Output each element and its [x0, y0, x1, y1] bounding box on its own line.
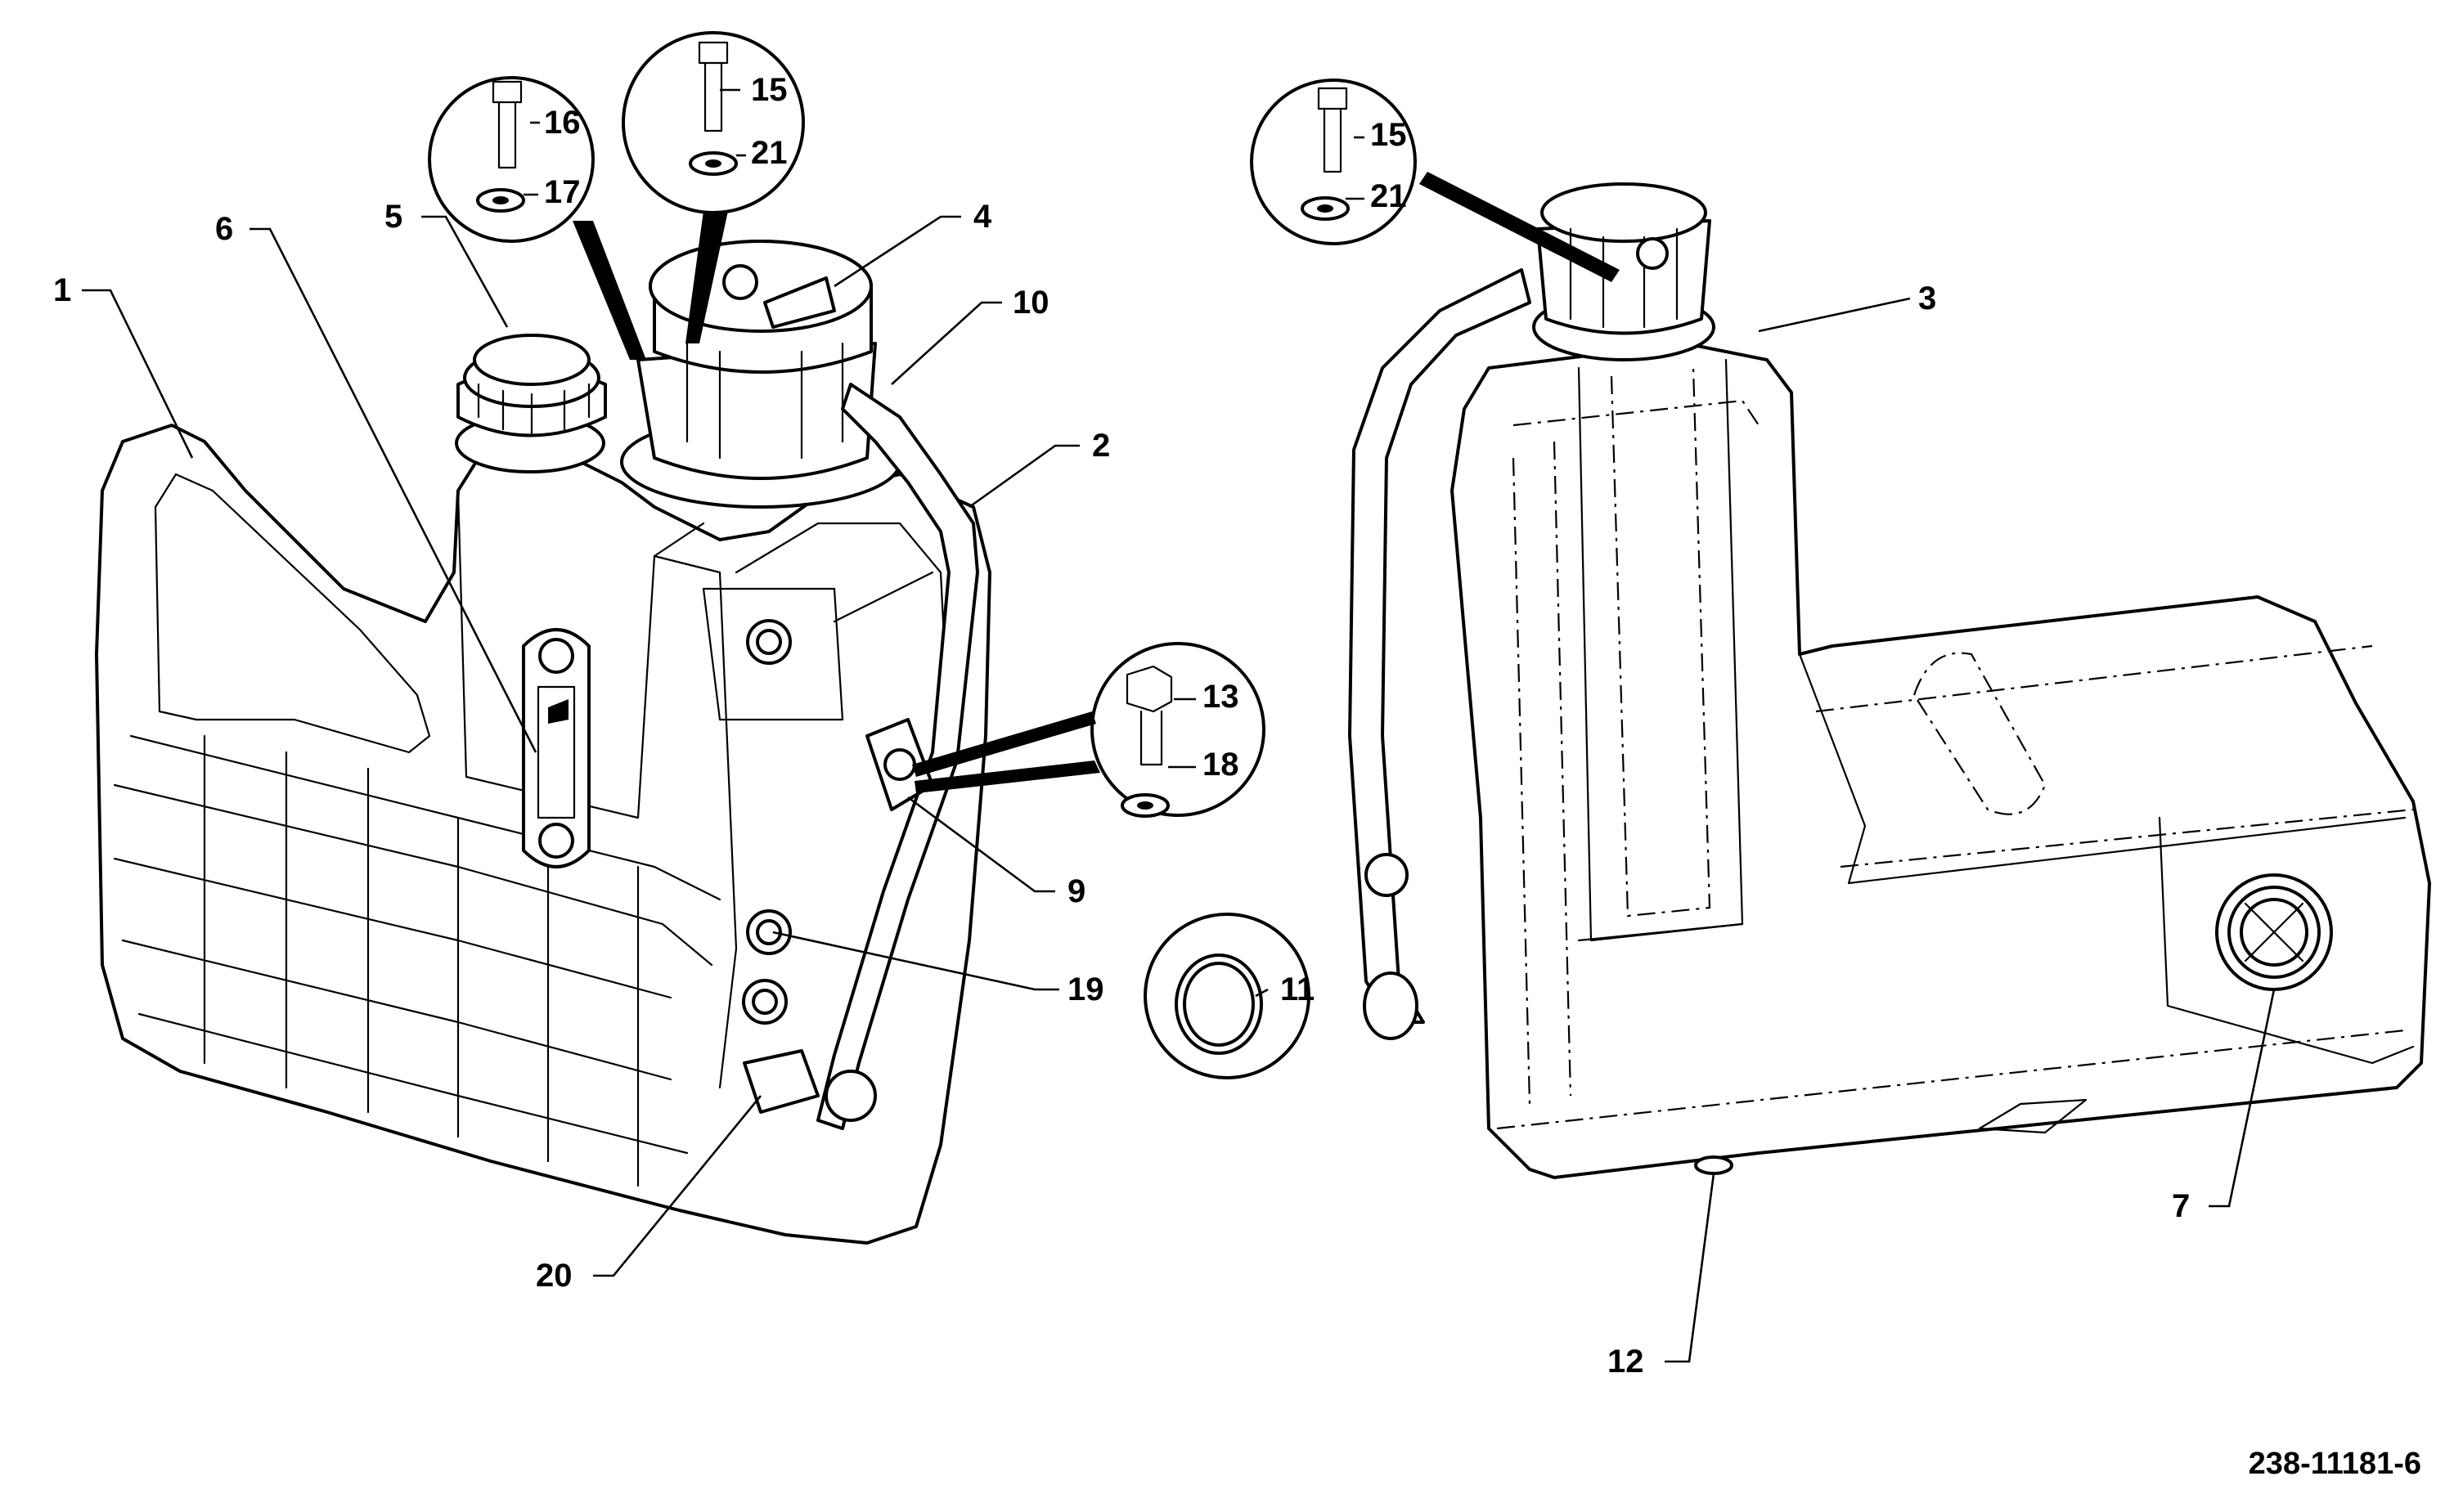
- callout-10: 10: [1013, 285, 1049, 321]
- callout-1: 1: [53, 272, 71, 308]
- callout-18: 18: [1202, 747, 1239, 783]
- callout-13: 13: [1202, 679, 1239, 715]
- left-tank-assembly: [95, 240, 991, 1245]
- fuel-sender-unit: [620, 240, 901, 509]
- callout-4: 4: [973, 199, 992, 235]
- callout-16: 16: [544, 105, 581, 141]
- detail-circle-13-18: [912, 642, 1265, 818]
- detail-circle-11: [1144, 913, 1310, 1079]
- callout-21-left: 21: [751, 135, 788, 171]
- right-sender-unit: [1532, 182, 1715, 361]
- right-tank-assembly: [1348, 182, 2431, 1179]
- callout-11: 11: [1280, 971, 1315, 1007]
- callout-7: 7: [2172, 1188, 2190, 1224]
- leader-lines: [82, 88, 2276, 1363]
- callout-15-right: 15: [1370, 117, 1407, 153]
- detail-circle-15-21-left: [622, 31, 805, 343]
- callout-9: 9: [1067, 873, 1085, 909]
- filler-cap: [455, 334, 607, 473]
- sight-gauge: [522, 628, 591, 868]
- callout-5: 5: [384, 199, 402, 235]
- detail-circle-15-21-right: [1250, 79, 1620, 282]
- callout-6: 6: [215, 211, 233, 247]
- callout-3: 3: [1918, 280, 1936, 316]
- drawing-number: 238-11181-6: [2249, 1447, 2421, 1481]
- left-tank-handle-recess: [154, 473, 431, 754]
- right-tank-body: [1450, 342, 2431, 1179]
- callout-15-left: 15: [751, 72, 788, 108]
- callout-2: 2: [1092, 428, 1110, 464]
- callout-17: 17: [544, 174, 581, 210]
- callout-21-right: 21: [1370, 178, 1407, 214]
- detail-circle-16-17: [428, 76, 646, 360]
- callout-19: 19: [1067, 971, 1104, 1007]
- callout-12: 12: [1607, 1344, 1644, 1380]
- callout-labels: 1 2 3 4 5 6 7 9 10 11 12 13 15 15 16 17 …: [53, 72, 2190, 1380]
- drain-plug: [2215, 873, 2333, 991]
- callout-20: 20: [536, 1258, 573, 1294]
